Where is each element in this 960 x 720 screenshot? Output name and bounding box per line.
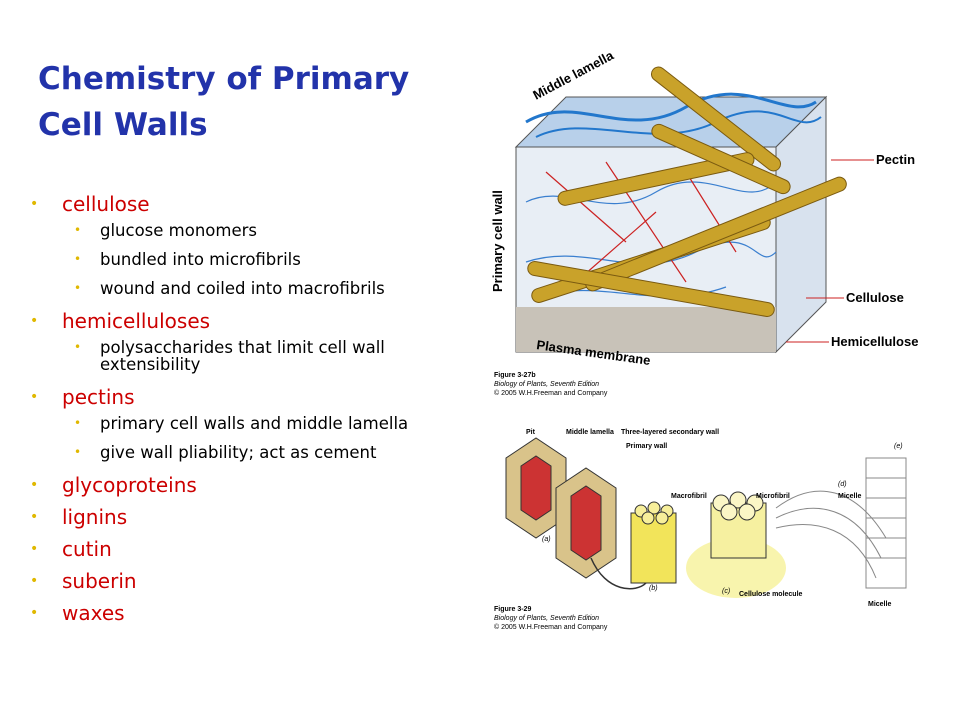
bullet-item: • lignins xyxy=(24,505,494,529)
microfibril-ends xyxy=(712,491,764,521)
pectin-strand xyxy=(525,92,817,124)
bullet-dot-icon: • xyxy=(30,196,39,212)
cell-wall-figure: Middle lamella Primary cell wall Pectin … xyxy=(490,52,918,397)
label-a: (a) xyxy=(542,536,551,543)
bullet-item: • hemicelluloses xyxy=(24,309,494,333)
label-micelle: Micelle xyxy=(868,601,891,608)
cell-inner xyxy=(570,485,602,561)
bullet-text: suberin xyxy=(62,569,137,593)
bullet-item: • pectins xyxy=(24,385,494,409)
label-microfibril: Microfibril xyxy=(756,493,790,500)
caption-copyright: © 2005 W.H.Freeman and Company xyxy=(494,389,608,397)
cellulose-hierarchy-figure: Pit Middle lamella Three-layered seconda… xyxy=(494,429,907,631)
label-hemicellulose: Hemicellulose xyxy=(831,334,918,349)
sub-bullet-item: • primary cell walls and middle lamella xyxy=(24,415,450,432)
cell-inner xyxy=(520,455,552,521)
bullet-item: • cellulose xyxy=(24,192,494,216)
bullet-dot-icon: • xyxy=(74,252,82,266)
plasma-membrane-band xyxy=(516,307,776,352)
microfibril-bundle xyxy=(710,502,767,559)
label-pit: Pit xyxy=(526,429,536,436)
label-macrofibril: Macrofibril xyxy=(671,493,707,500)
bullet-text: glycoproteins xyxy=(62,473,197,497)
bullet-dot-icon: • xyxy=(30,313,39,329)
bullet-item: • cutin xyxy=(24,537,494,561)
bullet-dot-icon: • xyxy=(74,281,82,295)
caption-figure: Figure 3-29 xyxy=(494,606,531,613)
bullet-text: hemicelluloses xyxy=(62,309,211,333)
label-primary-wall: Primary wall xyxy=(626,443,667,450)
sub-bullet-item: • polysaccharides that limit cell wall ex… xyxy=(24,339,430,373)
label-micelle-d: Micelle xyxy=(838,493,861,500)
caption-book: Biology of Plants, Seventh Edition xyxy=(494,381,599,388)
bullet-text: waxes xyxy=(62,601,125,625)
bullet-dot-icon: • xyxy=(30,541,39,557)
label-e: (e) xyxy=(894,443,903,450)
slide-title: Chemistry of Primary Cell Walls xyxy=(38,61,410,143)
label-middle-lamella: Middle lamella xyxy=(530,52,616,103)
label-middle-lamella: Middle lamella xyxy=(566,429,614,436)
caption-copyright: © 2005 W.H.Freeman and Company xyxy=(494,623,608,631)
macrofibril-bundle xyxy=(630,512,677,584)
cellulose-rod xyxy=(557,152,755,206)
cellulose-rods xyxy=(527,66,847,317)
label-pectin: Pectin xyxy=(876,152,915,167)
label-primary-cell-wall: Primary cell wall xyxy=(490,190,505,292)
bullet-dot-icon: • xyxy=(30,509,39,525)
caption-figure: Figure 3-27b xyxy=(494,372,536,379)
bullet-item: • suberin xyxy=(24,569,494,593)
sub-bullet-text: primary cell walls and middle lamella xyxy=(100,414,409,433)
sub-bullet-text: wound and coiled into macrofibrils xyxy=(100,279,385,298)
bullet-dot-icon: • xyxy=(74,445,82,459)
bullet-item: • waxes xyxy=(24,601,494,625)
hemicellulose-strand xyxy=(545,161,737,283)
bullet-dot-icon: • xyxy=(30,573,39,589)
sub-bullet-text: polysaccharides that limit cell wall ext… xyxy=(100,338,385,374)
bullet-dot-icon: • xyxy=(30,477,39,493)
label-b: (b) xyxy=(649,585,658,592)
bullet-list: • cellulose • glucose monomers • bundled in… xyxy=(24,192,494,625)
bullet-item: • glycoproteins xyxy=(24,473,494,497)
caption-book: Biology of Plants, Seventh Edition xyxy=(494,615,599,622)
label-cellulose-molecule: Cellulose molecule xyxy=(739,591,803,598)
label-c: (c) xyxy=(722,588,730,595)
cellulose-rod xyxy=(650,66,782,172)
bullet-text: cellulose xyxy=(62,192,150,216)
sub-bullet-item: • bundled into microfibrils xyxy=(24,251,494,268)
wall-side-face xyxy=(775,95,827,354)
bullet-dot-icon: • xyxy=(30,389,39,405)
label-three-layered: Three-layered secondary wall xyxy=(621,429,719,436)
bullet-dot-icon: • xyxy=(74,223,82,237)
sub-bullet-item: • glucose monomers xyxy=(24,222,494,239)
bullet-dot-icon: • xyxy=(30,605,39,621)
sub-bullet-item: • give wall pliability; act as cement xyxy=(24,444,494,461)
label-cellulose: Cellulose xyxy=(846,290,904,305)
micelle-lattice xyxy=(775,457,907,589)
macrofibril-ends xyxy=(634,501,674,525)
sub-bullet-text: give wall pliability; act as cement xyxy=(100,443,377,462)
bullet-text: pectins xyxy=(62,385,135,409)
label-d: (d) xyxy=(838,481,847,488)
bullet-text: lignins xyxy=(62,505,128,529)
sub-bullet-item: • wound and coiled into macrofibrils xyxy=(24,280,494,297)
bullet-dot-icon: • xyxy=(74,340,82,354)
cellulose-rod xyxy=(527,261,775,317)
arrow-a-b xyxy=(590,557,647,590)
cellulose-rod xyxy=(585,176,847,292)
sub-bullet-text: bundled into microfibrils xyxy=(100,250,301,269)
bullet-text: cutin xyxy=(62,537,112,561)
bullet-dot-icon: • xyxy=(74,416,82,430)
cellulose-rod xyxy=(651,123,791,195)
sub-bullet-text: glucose monomers xyxy=(100,221,257,240)
